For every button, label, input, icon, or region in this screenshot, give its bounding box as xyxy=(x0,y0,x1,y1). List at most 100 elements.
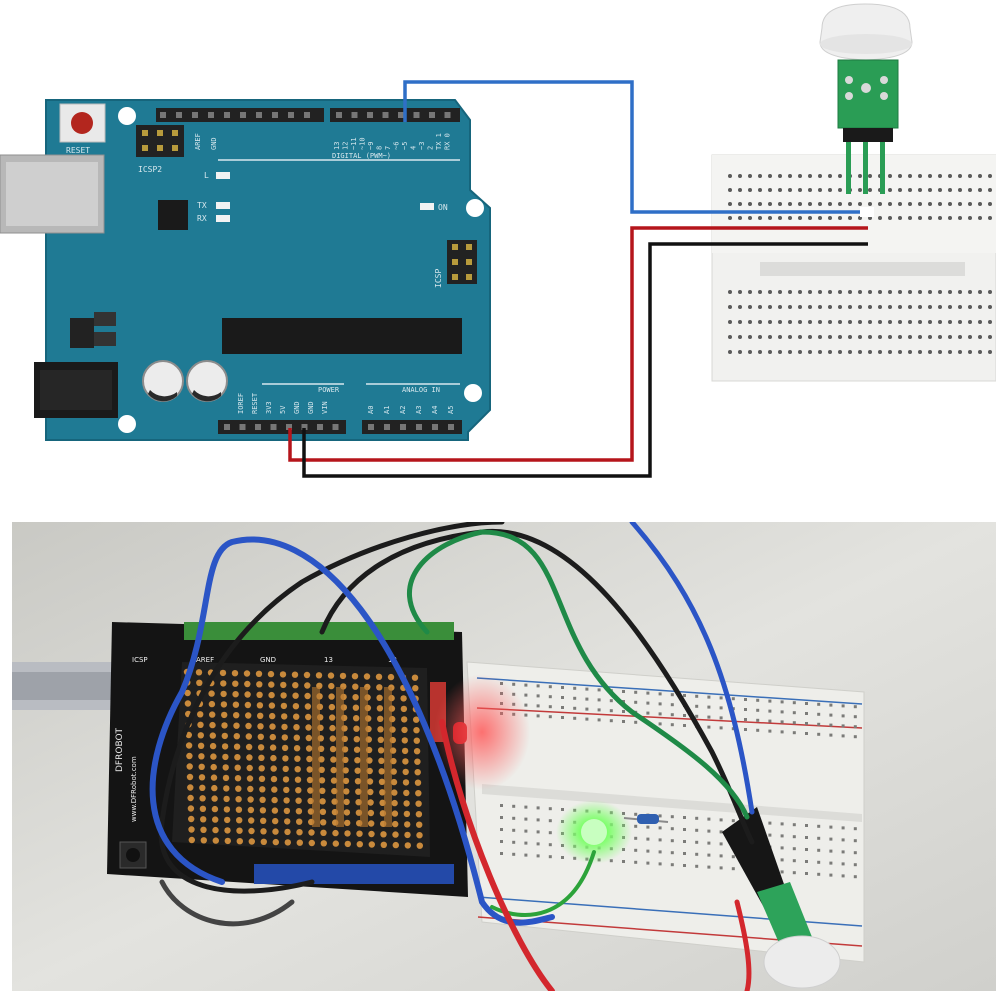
shield-pad xyxy=(368,830,375,838)
breadboard-hole xyxy=(805,836,808,839)
breadboard-hole xyxy=(524,805,528,809)
breadboard-hole xyxy=(918,216,922,220)
breadboard-hole xyxy=(829,713,833,717)
breadboard-hole xyxy=(788,188,792,192)
breadboard-hole xyxy=(858,335,862,339)
digital-label: DIGITAL (PWM~) xyxy=(332,152,391,160)
breadboard-hole xyxy=(728,202,732,206)
breadboard-hole xyxy=(728,174,732,178)
breadboard-hole xyxy=(968,335,972,339)
breadboard-hole xyxy=(634,824,638,828)
shield-pad xyxy=(247,806,255,814)
shield-pad xyxy=(187,794,194,802)
breadboard-hole xyxy=(707,841,711,845)
shield-pad xyxy=(292,682,299,689)
shield-header-blue xyxy=(254,864,454,884)
pin-label: IOREF xyxy=(237,393,245,414)
breadboard-hole xyxy=(792,847,796,851)
shield-pad xyxy=(279,671,287,678)
shield-pad xyxy=(256,702,264,709)
shield-pad xyxy=(233,722,240,729)
breadboard-hole xyxy=(683,816,686,819)
shield-pad xyxy=(318,766,325,773)
breadboard-hole xyxy=(792,701,796,705)
breadboard-hole xyxy=(768,174,772,178)
shield-pad xyxy=(329,735,336,742)
shield-pad xyxy=(220,690,227,698)
breadboard-hole xyxy=(758,335,762,339)
shield-strip xyxy=(360,687,368,827)
breadboard-hole xyxy=(868,320,872,324)
breadboard-hole xyxy=(938,216,942,220)
pin-label: ~9 xyxy=(367,142,375,150)
shield-pad xyxy=(198,774,206,781)
pir-sensor-photo xyxy=(722,807,841,989)
shield-pad xyxy=(247,785,254,793)
breadboard-hole xyxy=(738,202,742,206)
breadboard-hole xyxy=(938,290,942,294)
breadboard-hole xyxy=(868,290,872,294)
breadboard-hole xyxy=(848,335,852,339)
wiring-diagram: RESET ICSP2 L TX RX ON xyxy=(0,3,996,478)
breadboard-hole xyxy=(868,335,872,339)
shield-pad xyxy=(391,810,399,817)
breadboard-holes-bottom xyxy=(728,290,992,354)
breadboard-hole xyxy=(561,686,564,689)
breadboard-hole xyxy=(968,290,972,294)
breadboard-hole xyxy=(512,840,516,844)
breadboard-hole xyxy=(646,825,650,829)
breadboard-hole xyxy=(683,840,686,843)
breadboard-hole xyxy=(888,320,892,324)
breadboard-hole xyxy=(738,320,742,324)
shield-pad xyxy=(283,797,290,804)
breadboard-hole xyxy=(788,320,792,324)
header-pin xyxy=(255,424,261,430)
gray-wire xyxy=(159,879,295,927)
breadboard-hole xyxy=(758,202,762,206)
breadboard-hole xyxy=(829,733,833,737)
shield-pad xyxy=(259,807,267,814)
breadboard-hole xyxy=(768,216,772,220)
reset-label: RESET xyxy=(66,146,90,155)
breadboard-hole xyxy=(841,838,845,842)
breadboard-hole xyxy=(597,688,601,692)
breadboard-hole xyxy=(748,335,752,339)
shield-pad xyxy=(198,753,205,760)
breadboard-hole xyxy=(778,188,782,192)
shield-pad xyxy=(208,700,216,708)
shield-pad xyxy=(308,839,315,847)
breadboard-hole xyxy=(817,722,821,726)
breadboard-hole xyxy=(928,305,932,309)
breadboard-hole xyxy=(958,335,962,339)
shield-pad xyxy=(343,798,350,806)
shield-url: www.DFRobot.com xyxy=(130,756,138,822)
breadboard-hole xyxy=(968,188,972,192)
shield-pad xyxy=(380,841,387,848)
breadboard-hole xyxy=(670,723,674,727)
breadboard-hole xyxy=(792,859,796,863)
breadboard-hole xyxy=(731,697,735,701)
shield-pad xyxy=(295,797,302,804)
breadboard-hole xyxy=(778,216,782,220)
shield-pad xyxy=(257,712,264,719)
breadboard-hole xyxy=(512,804,516,808)
reset-button-cap[interactable] xyxy=(71,112,93,134)
breadboard-hole xyxy=(670,815,674,819)
pir-sensor-diagram xyxy=(819,3,913,194)
shield-pad xyxy=(376,705,384,712)
breadboard-hole xyxy=(792,731,796,735)
mount-hole xyxy=(118,107,136,125)
breadboard-hole xyxy=(597,698,601,702)
shield-pad xyxy=(352,704,360,711)
shield-pad xyxy=(356,841,363,848)
breadboard-hole xyxy=(585,717,589,721)
pin-label: A0 xyxy=(367,406,375,414)
breadboard-hole xyxy=(805,872,808,875)
breadboard-hole xyxy=(858,350,862,354)
breadboard-hole xyxy=(634,860,638,864)
shield-pad xyxy=(342,777,350,785)
shield-pad xyxy=(367,809,375,817)
breadboard-hole xyxy=(658,814,662,818)
photo-wires xyxy=(149,522,755,991)
breadboard-hole xyxy=(798,350,802,354)
